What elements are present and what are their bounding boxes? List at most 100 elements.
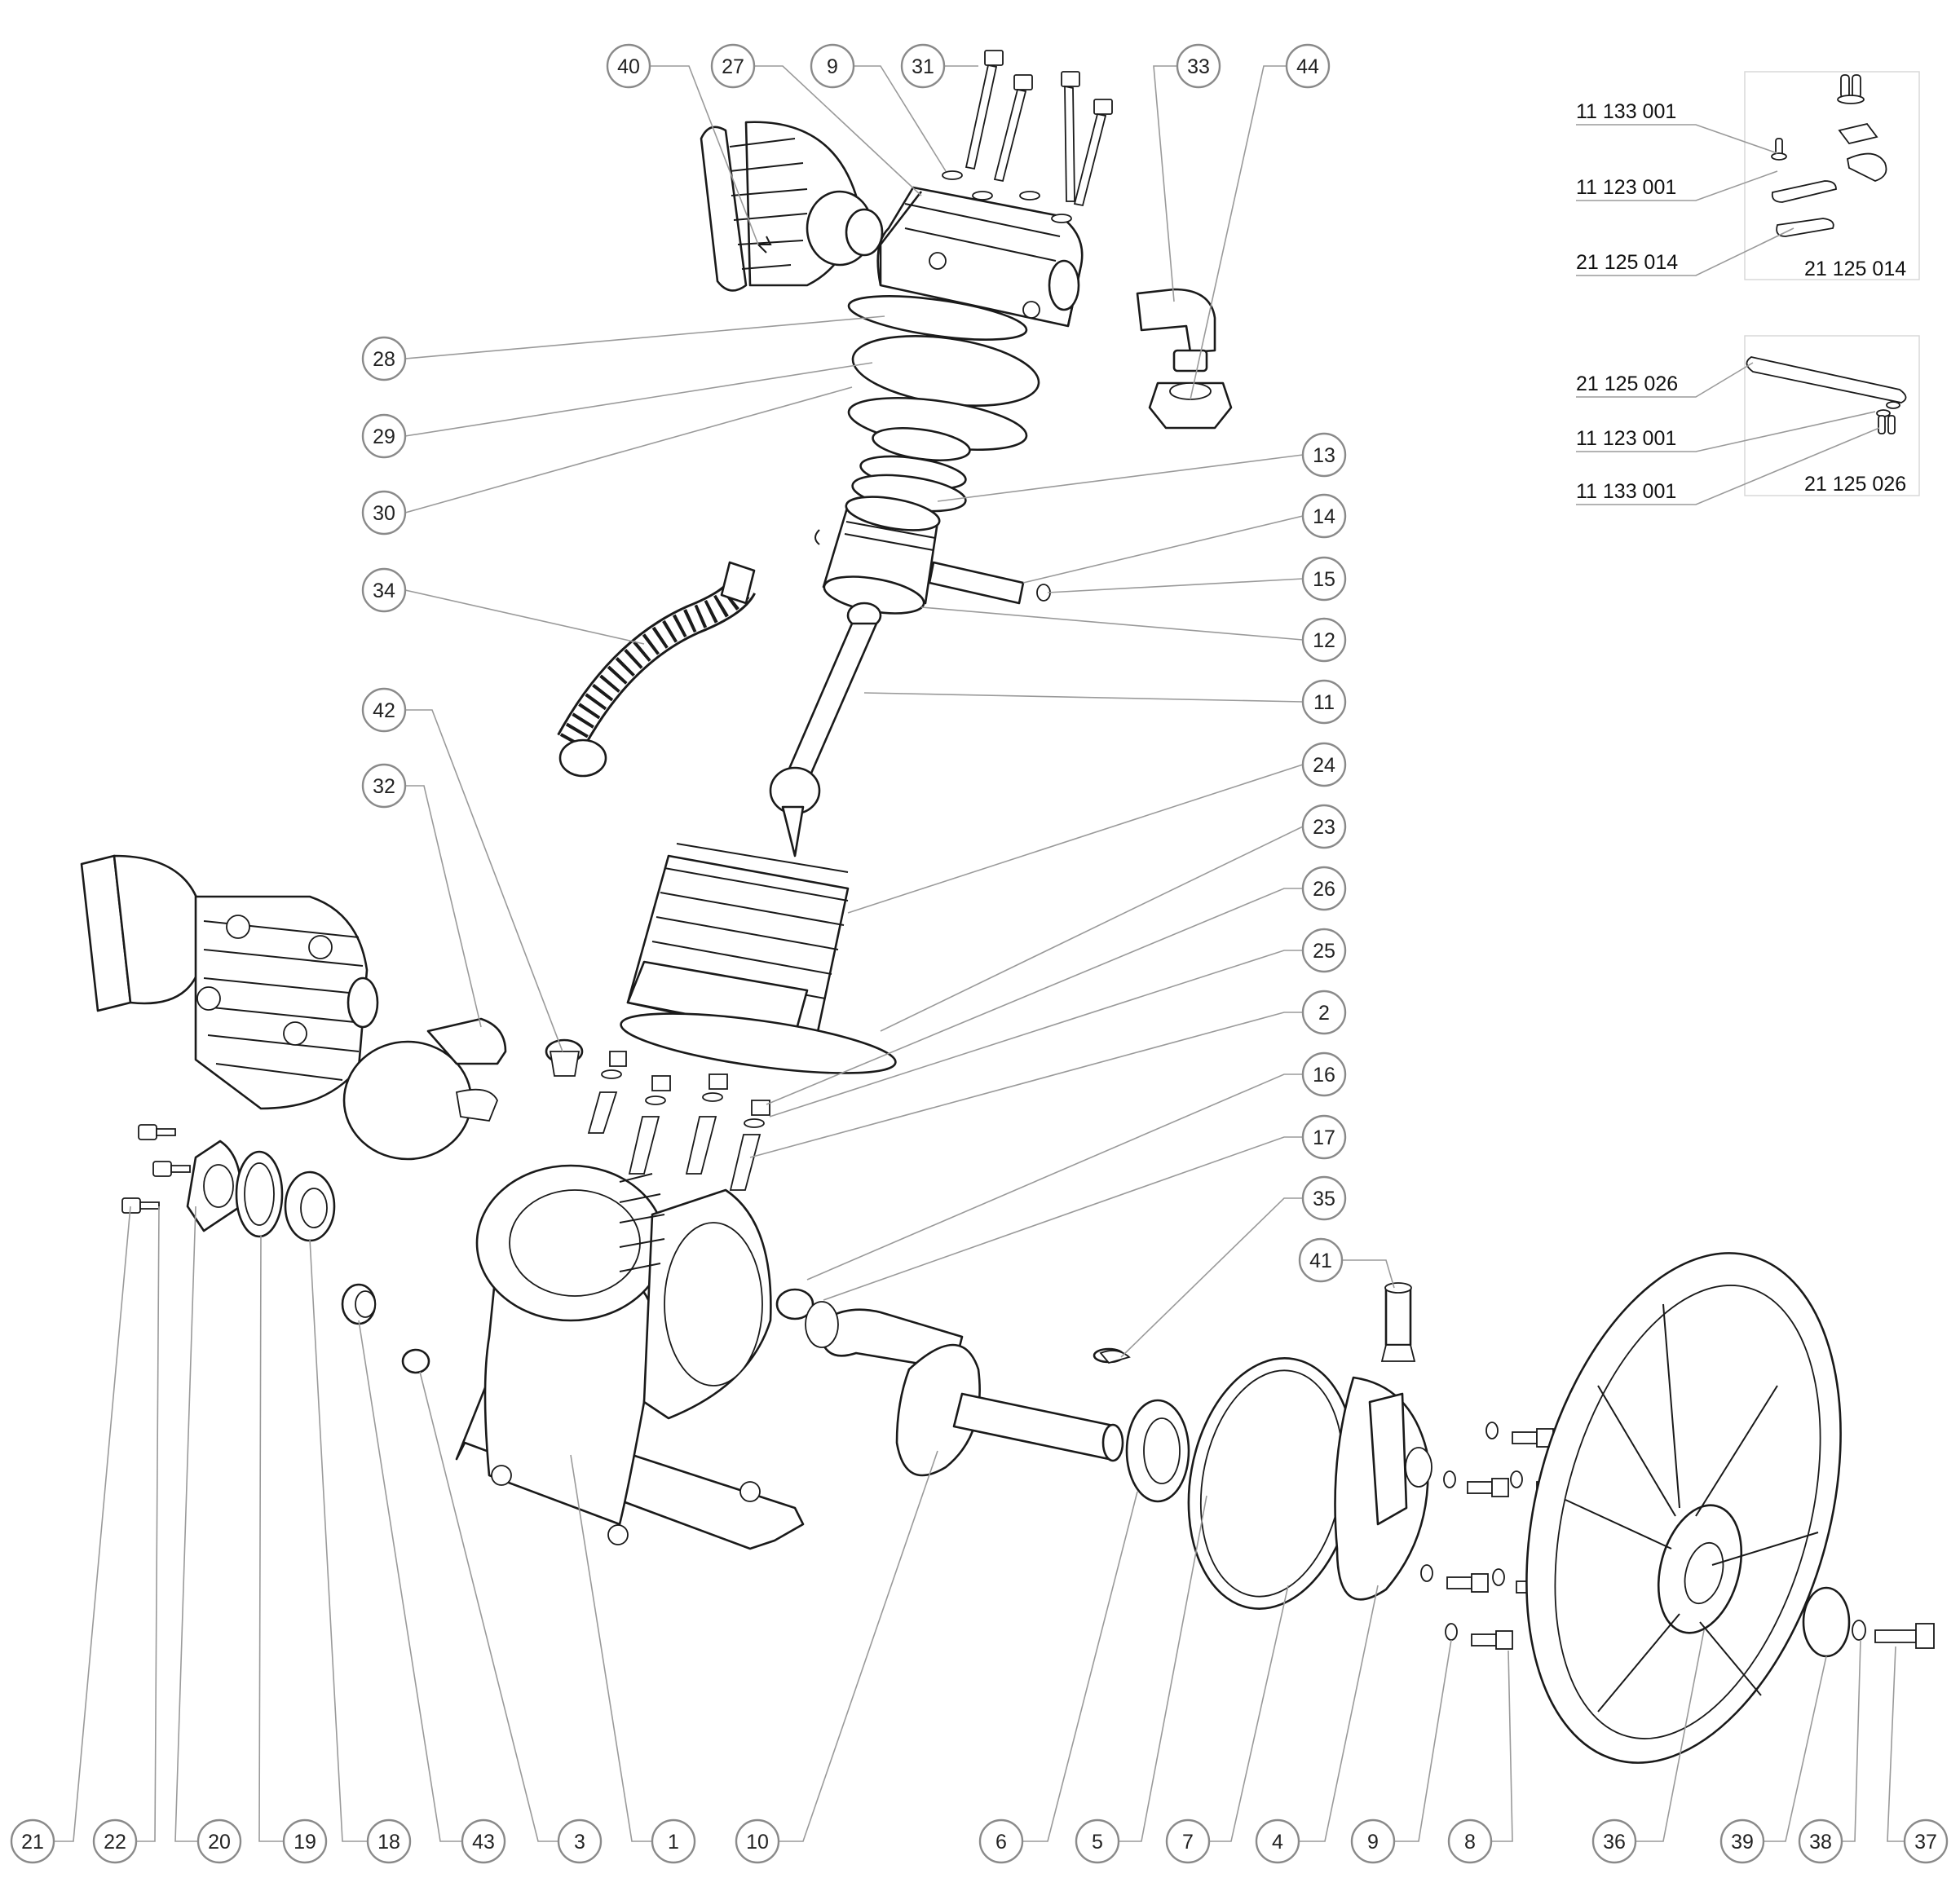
callout-circle bbox=[10, 1818, 55, 1864]
callout-circle bbox=[461, 1818, 506, 1864]
callout-circle bbox=[361, 763, 407, 809]
callout-c14: 14 bbox=[1301, 493, 1347, 539]
callout-c9a: 9 bbox=[810, 43, 855, 89]
callout-c27: 27 bbox=[710, 43, 756, 89]
callout-label: 28 bbox=[373, 348, 395, 371]
callout-circle bbox=[92, 1818, 138, 1864]
callout-c36: 36 bbox=[1591, 1818, 1637, 1864]
callout-label: 36 bbox=[1603, 1831, 1626, 1854]
callout-label: 24 bbox=[1313, 754, 1335, 777]
callout-c26: 26 bbox=[1301, 866, 1347, 911]
callout-label: 30 bbox=[373, 502, 395, 525]
callout-label: 19 bbox=[294, 1831, 316, 1854]
flex-hose bbox=[557, 561, 756, 778]
callout-label: 10 bbox=[746, 1831, 769, 1854]
left-bearing-cover bbox=[121, 1124, 336, 1242]
valve-plate-stack bbox=[847, 295, 1040, 513]
end-cover bbox=[1334, 1376, 1432, 1601]
callout-label: 9 bbox=[827, 55, 838, 78]
part-code-k8: 21 125 026 bbox=[1804, 473, 1906, 496]
callout-c25: 25 bbox=[1301, 928, 1347, 973]
callout-circle bbox=[1719, 1818, 1765, 1864]
callout-circle bbox=[651, 1818, 696, 1864]
callout-label: 14 bbox=[1313, 505, 1335, 528]
callout-label: 26 bbox=[1313, 878, 1335, 901]
head-bolts bbox=[942, 50, 1113, 223]
callout-label: 33 bbox=[1187, 55, 1210, 78]
part-code-k2: 11 123 001 bbox=[1576, 176, 1676, 199]
leader-lines bbox=[54, 65, 1905, 1842]
callout-c1: 1 bbox=[651, 1818, 696, 1864]
callout-label: 11 bbox=[1313, 691, 1335, 714]
callout-circle bbox=[1447, 1818, 1493, 1864]
part-code-k3: 21 125 014 bbox=[1576, 251, 1678, 274]
callout-label: 4 bbox=[1272, 1831, 1283, 1854]
callout-label: 39 bbox=[1731, 1831, 1754, 1854]
callout-c18: 18 bbox=[366, 1818, 412, 1864]
callout-label: 20 bbox=[208, 1831, 231, 1854]
callout-label: 13 bbox=[1313, 444, 1335, 467]
callout-label: 3 bbox=[574, 1831, 585, 1854]
valve-detail-parts-top bbox=[1771, 74, 1887, 237]
callout-circle bbox=[1301, 556, 1347, 602]
callout-label: 5 bbox=[1092, 1831, 1103, 1854]
callout-c4: 4 bbox=[1255, 1818, 1300, 1864]
callout-c23: 23 bbox=[1301, 804, 1347, 849]
callout-circle bbox=[1591, 1818, 1637, 1864]
crankcase bbox=[455, 1164, 805, 1550]
callout-circle bbox=[366, 1818, 412, 1864]
callout-label: 16 bbox=[1313, 1064, 1335, 1087]
callout-circle bbox=[1301, 742, 1347, 787]
callout-label: 6 bbox=[995, 1831, 1007, 1854]
callout-c15: 15 bbox=[1301, 556, 1347, 602]
callout-c29: 29 bbox=[361, 413, 407, 459]
callout-c9b: 9 bbox=[1350, 1818, 1396, 1864]
callout-c38: 38 bbox=[1798, 1818, 1843, 1864]
callout-circle bbox=[361, 490, 407, 536]
callout-c21: 21 bbox=[10, 1818, 55, 1864]
callout-c6: 6 bbox=[978, 1818, 1024, 1864]
callout-circle bbox=[361, 687, 407, 733]
callout-c17: 17 bbox=[1301, 1114, 1347, 1160]
callout-c22: 22 bbox=[92, 1818, 138, 1864]
callout-label: 23 bbox=[1313, 816, 1335, 839]
callout-label: 22 bbox=[104, 1831, 126, 1854]
callout-c43: 43 bbox=[461, 1818, 506, 1864]
callout-c24: 24 bbox=[1301, 742, 1347, 787]
callout-circle bbox=[1301, 1114, 1347, 1160]
callout-circle bbox=[606, 43, 651, 89]
callout-label: 15 bbox=[1313, 568, 1335, 591]
callout-circle bbox=[1798, 1818, 1843, 1864]
callout-label: 37 bbox=[1914, 1831, 1937, 1854]
callout-circle bbox=[361, 567, 407, 613]
callout-circle bbox=[196, 1818, 242, 1864]
callout-circle bbox=[978, 1818, 1024, 1864]
callout-label: 42 bbox=[373, 699, 395, 722]
callout-label: 2 bbox=[1318, 1002, 1330, 1025]
callout-circle bbox=[1075, 1818, 1120, 1864]
valve-detail-inset-top bbox=[1744, 71, 1920, 280]
part-code-k7: 11 133 001 bbox=[1576, 480, 1676, 503]
callout-c11: 11 bbox=[1301, 679, 1347, 725]
cylinder-barrel bbox=[620, 843, 897, 1074]
breather-plug bbox=[1380, 1282, 1416, 1362]
callout-label: 21 bbox=[21, 1831, 44, 1854]
callout-circle bbox=[1301, 679, 1347, 725]
callout-circle bbox=[1301, 617, 1347, 663]
callout-c2: 2 bbox=[1301, 990, 1347, 1035]
callout-c44: 44 bbox=[1285, 43, 1331, 89]
left-head-assembly bbox=[80, 854, 584, 1161]
flywheel-hub-parts bbox=[1802, 1586, 1935, 1658]
part-code-k5: 21 125 026 bbox=[1576, 373, 1678, 395]
callout-circle bbox=[361, 336, 407, 381]
callout-circle bbox=[1301, 866, 1347, 911]
cylinder-studs bbox=[587, 1051, 770, 1191]
crankshaft bbox=[775, 1288, 1125, 1477]
callout-label: 18 bbox=[377, 1831, 400, 1854]
callout-circle bbox=[810, 43, 855, 89]
callout-circle bbox=[1301, 990, 1347, 1035]
callout-c30: 30 bbox=[361, 490, 407, 536]
callout-c31: 31 bbox=[900, 43, 946, 89]
